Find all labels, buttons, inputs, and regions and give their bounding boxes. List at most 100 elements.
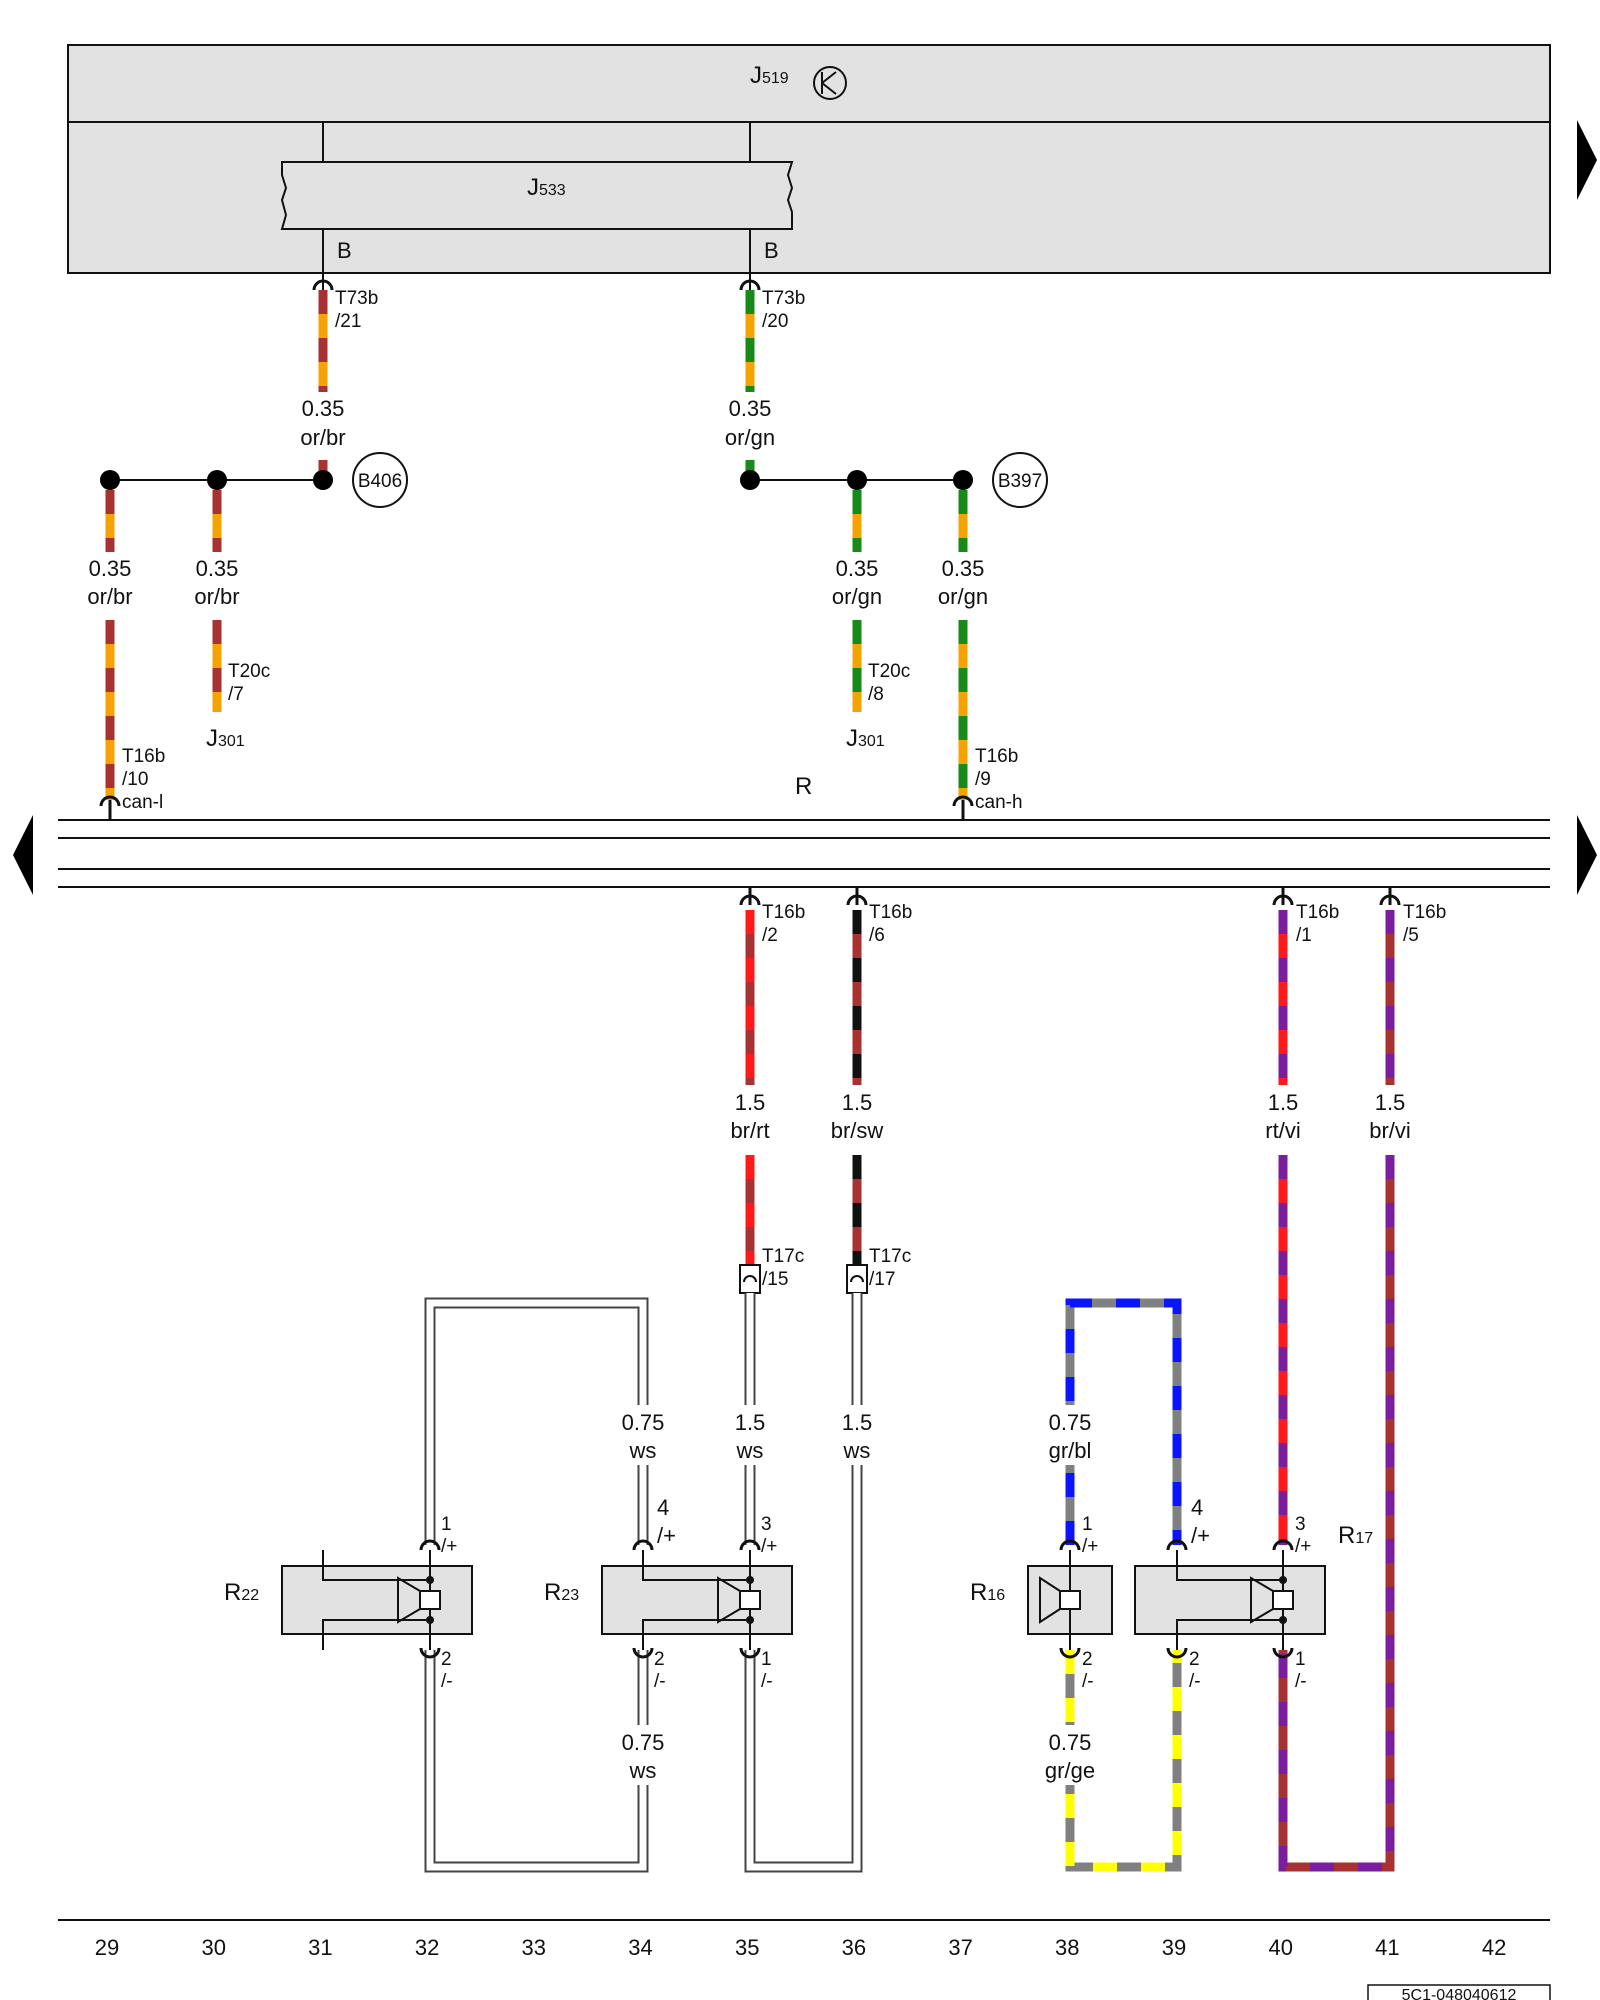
wire-label-brsw-color: br/sw bbox=[831, 1118, 884, 1143]
axis-number: 30 bbox=[201, 1935, 225, 1960]
connector-t16b-5: T16b /5 bbox=[1379, 887, 1446, 946]
connector-t20c-8: T20c /8 bbox=[868, 661, 910, 705]
label-mask-ws-b bbox=[725, 1405, 775, 1465]
svg-text:2: 2 bbox=[1189, 1649, 1200, 1670]
wire-label-grge-size: 0.75 bbox=[1049, 1730, 1092, 1755]
wire-label-orbr-a-size: 0.35 bbox=[89, 556, 132, 581]
splice-b397-label: B397 bbox=[998, 471, 1042, 492]
svg-text:T17c: T17c bbox=[762, 1246, 804, 1267]
diagram-code: 5C1-048040612 bbox=[1402, 1987, 1517, 2000]
svg-text:/-: /- bbox=[1189, 1671, 1201, 1692]
axis-number: 31 bbox=[308, 1935, 332, 1960]
svg-text:/1: /1 bbox=[1296, 925, 1312, 946]
pin-r17-1: 1 /- bbox=[1272, 1647, 1307, 1692]
continue-right-arrow-bus[interactable] bbox=[1577, 815, 1597, 895]
pin-r23-4: 4 /+ bbox=[632, 1495, 676, 1551]
wire-label-ws-b-size: 1.5 bbox=[735, 1410, 766, 1435]
svg-text:/15: /15 bbox=[762, 1269, 788, 1290]
svg-text:T20c: T20c bbox=[868, 661, 910, 682]
svg-text:T20c: T20c bbox=[228, 661, 270, 682]
connector-t16b-2: T16b /2 bbox=[739, 887, 805, 946]
label-mask-grbl bbox=[1035, 1405, 1105, 1465]
wire-label-ws-a-color: ws bbox=[629, 1438, 657, 1463]
splice-node-b397-b bbox=[847, 470, 867, 490]
svg-text:/21: /21 bbox=[335, 311, 361, 332]
svg-text:T73b: T73b bbox=[762, 288, 805, 309]
label-mask-grge bbox=[1035, 1725, 1105, 1785]
svg-text:4: 4 bbox=[657, 1495, 669, 1520]
connector-t16b-6: T16b /6 bbox=[846, 887, 912, 946]
axis-number: 39 bbox=[1162, 1935, 1186, 1960]
svg-text:T16b: T16b bbox=[869, 902, 912, 923]
svg-text:can-h: can-h bbox=[975, 792, 1023, 813]
splice-node-b406-c bbox=[313, 470, 333, 490]
svg-text:/2: /2 bbox=[762, 925, 778, 946]
splice-node-b406-a bbox=[100, 470, 120, 490]
svg-text:T73b: T73b bbox=[335, 288, 378, 309]
svg-text:/17: /17 bbox=[869, 1269, 895, 1290]
svg-text:2: 2 bbox=[1082, 1649, 1093, 1670]
svg-text:/-: /- bbox=[1295, 1671, 1307, 1692]
svg-text:1: 1 bbox=[1295, 1649, 1306, 1670]
svg-text:/+: /+ bbox=[657, 1523, 676, 1548]
pin-r17-4: 4 /+ bbox=[1166, 1495, 1210, 1551]
transistor-icon bbox=[813, 66, 847, 100]
svg-text:/6: /6 bbox=[869, 925, 885, 946]
continue-left-arrow-bus[interactable] bbox=[13, 815, 33, 895]
splice-b406-label: B406 bbox=[358, 471, 402, 492]
wire-label-organ-a-size: 0.35 bbox=[836, 556, 879, 581]
wire-label-ws-d-color: ws bbox=[629, 1758, 657, 1783]
svg-text:T17c: T17c bbox=[869, 1246, 911, 1267]
svg-text:/+: /+ bbox=[1191, 1523, 1210, 1548]
axis-number: 38 bbox=[1055, 1935, 1079, 1960]
svg-text:T16b: T16b bbox=[1403, 902, 1446, 923]
pin-r16-2: 2 /- bbox=[1059, 1647, 1094, 1692]
wire-brvi bbox=[1278, 910, 1395, 1872]
j519-label: J519 bbox=[750, 62, 789, 89]
wire-label-organ-top-color: or/gn bbox=[725, 425, 775, 450]
connector-t16b-1: T16b /1 bbox=[1272, 887, 1339, 946]
wire-label-orbr-top-color: or/br bbox=[300, 425, 345, 450]
svg-text:can-l: can-l bbox=[122, 792, 163, 813]
continue-right-arrow-top[interactable] bbox=[1577, 120, 1597, 200]
wire-label-brvi-color: br/vi bbox=[1369, 1118, 1411, 1143]
svg-text:2: 2 bbox=[441, 1649, 452, 1670]
j519-box bbox=[67, 44, 1551, 274]
svg-text:T16b: T16b bbox=[1296, 902, 1339, 923]
svg-text:/-: /- bbox=[654, 1671, 666, 1692]
splice-node-b397-a bbox=[740, 470, 760, 490]
svg-text:1: 1 bbox=[761, 1649, 772, 1670]
axis-number: 41 bbox=[1375, 1935, 1399, 1960]
svg-text:/5: /5 bbox=[1403, 925, 1419, 946]
svg-text:/+: /+ bbox=[761, 1536, 777, 1557]
pin-r23-1: 1 /- bbox=[739, 1647, 773, 1692]
svg-text:T16b: T16b bbox=[122, 746, 165, 767]
r-bus-bar bbox=[58, 819, 1550, 888]
axis-number: 42 bbox=[1482, 1935, 1506, 1960]
bus-label-left: B bbox=[337, 238, 352, 263]
wire-label-brsw-size: 1.5 bbox=[842, 1090, 873, 1115]
wire-label-organ-top-size: 0.35 bbox=[729, 396, 772, 421]
wire-label-ws-a-size: 0.75 bbox=[622, 1410, 665, 1435]
svg-text:/8: /8 bbox=[868, 684, 884, 705]
svg-text:/-: /- bbox=[441, 1671, 453, 1692]
pin-r17-2: 2 /- bbox=[1166, 1647, 1201, 1692]
j301-right-label: J301 bbox=[846, 725, 885, 752]
axis-number: 34 bbox=[628, 1935, 652, 1960]
axis-number: 40 bbox=[1268, 1935, 1292, 1960]
connector-t16b-10: T16b /10 can-l bbox=[99, 746, 165, 820]
speaker-r16 bbox=[1027, 1550, 1113, 1650]
speaker-r23-label: R23 bbox=[544, 1579, 579, 1606]
connector-t16b-9: T16b /9 can-h bbox=[952, 746, 1023, 820]
wire-label-rtvi-color: rt/vi bbox=[1265, 1118, 1300, 1143]
bus-label-right: B bbox=[764, 238, 779, 263]
j301-left-label: J301 bbox=[206, 725, 245, 752]
wire-label-orbr-b-color: or/br bbox=[194, 584, 239, 609]
svg-text:1: 1 bbox=[441, 1514, 452, 1535]
wire-label-organ-a-color: or/gn bbox=[832, 584, 882, 609]
label-mask-ws-a bbox=[612, 1405, 674, 1465]
connector-t17c-15: T17c /15 bbox=[739, 1246, 804, 1294]
speaker-r17 bbox=[1134, 1550, 1326, 1650]
